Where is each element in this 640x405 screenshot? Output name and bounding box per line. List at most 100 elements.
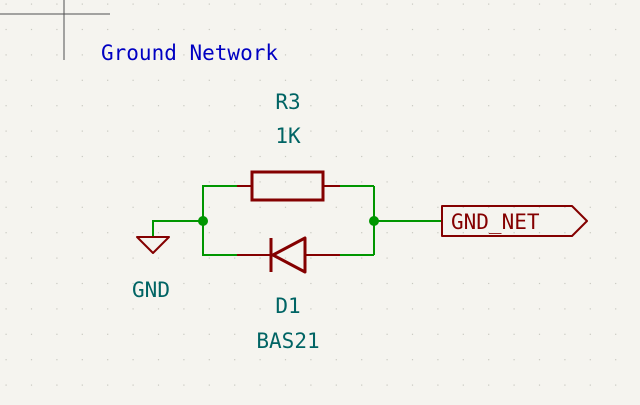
grid-dot [234,155,236,158]
grid-dot [234,3,236,5]
sheet-title: Ground Network [101,41,278,65]
grid-dot [81,206,83,208]
grid-dot [615,359,617,361]
grid-dot [310,105,312,107]
grid-dot [538,384,541,386]
grid-dot [183,28,185,31]
grid-dot [132,206,134,208]
grid-dot [30,28,33,31]
grid-dot [386,308,388,310]
grid-dot [5,181,7,183]
wire-top-left[interactable] [202,185,250,256]
grid-dot [259,3,261,5]
grid-dot [335,28,337,31]
grid-dot [284,232,287,234]
ground-symbol[interactable] [136,236,170,254]
grid-dot [538,206,541,208]
grid-dot [157,282,160,285]
grid-dot [259,79,261,81]
grid-dot [437,333,439,335]
grid-dot [462,105,464,107]
grid-dot [30,155,33,158]
grid-dot [361,308,363,310]
grid-dot [361,384,363,386]
grid-dot [5,333,7,335]
grid-dot [107,105,109,107]
grid-dot [488,3,490,5]
grid-dot [132,79,134,81]
grid-dot [411,155,414,158]
grid-dot [56,54,58,56]
grid-dot [615,384,617,386]
grid-dot [538,28,541,31]
grid-dot [5,155,7,158]
grid-dot [310,359,312,361]
wire-to-ground[interactable] [152,220,203,236]
grid-dot [81,333,83,335]
grid-dot [462,333,464,335]
grid-dot [81,54,83,56]
grid-dot [335,181,337,183]
grid-dot [386,257,388,259]
grid-dot [538,257,541,259]
grid-dot [615,333,617,335]
resistor-r3[interactable] [237,170,340,202]
grid-dot [107,232,109,234]
grid-dot [183,105,185,107]
diode-d1[interactable] [237,236,340,274]
grid-dot [615,206,617,208]
grid-dot [310,333,312,335]
grid-dot [132,3,134,5]
grid-dot [208,155,210,158]
grid-dot [234,282,236,285]
grid-dot [157,206,160,208]
grid-dot [488,308,490,310]
grid-dot [234,130,236,132]
grid-dot [386,155,388,158]
grid-dot [564,232,566,234]
grid-dot [361,359,363,361]
grid-dot [335,232,337,234]
grid-dot [386,384,388,386]
grid-dot [361,79,363,81]
grid-dot [335,3,337,5]
grid-dot [564,28,566,31]
grid-dot [284,359,287,361]
grid-dot [335,155,337,158]
net-label-gnd-net[interactable]: GND_NET [441,205,588,237]
grid-dot [132,155,134,158]
grid-dot [513,282,515,285]
grid-dot [157,28,160,31]
grid-dot [234,181,236,183]
grid-dot [259,181,261,183]
grid-dot [437,130,439,132]
grid-dot [589,54,591,56]
grid-dot [310,155,312,158]
grid-dot [411,54,414,56]
grid-dot [259,105,261,107]
grid-dot [183,232,185,234]
grid-dot [615,282,617,285]
grid-dot [157,155,160,158]
grid-dot [411,181,414,183]
grid-dot [81,181,83,183]
grid-dot [513,384,515,386]
grid-dot [107,384,109,386]
grid-dot [56,384,58,386]
grid-dot [437,308,439,310]
grid-dot [208,3,210,5]
grid-dot [81,359,83,361]
grid-dot [589,308,591,310]
grid-dot [208,282,210,285]
grid-dot [107,3,109,5]
net-label-text: GND_NET [451,210,540,234]
grid-dot [335,359,337,361]
grid-dot [183,79,185,81]
grid-dot [462,282,464,285]
grid-dot [208,384,210,386]
grid-dot [310,384,312,386]
grid-dot [513,130,515,132]
grid-dot [488,206,490,208]
